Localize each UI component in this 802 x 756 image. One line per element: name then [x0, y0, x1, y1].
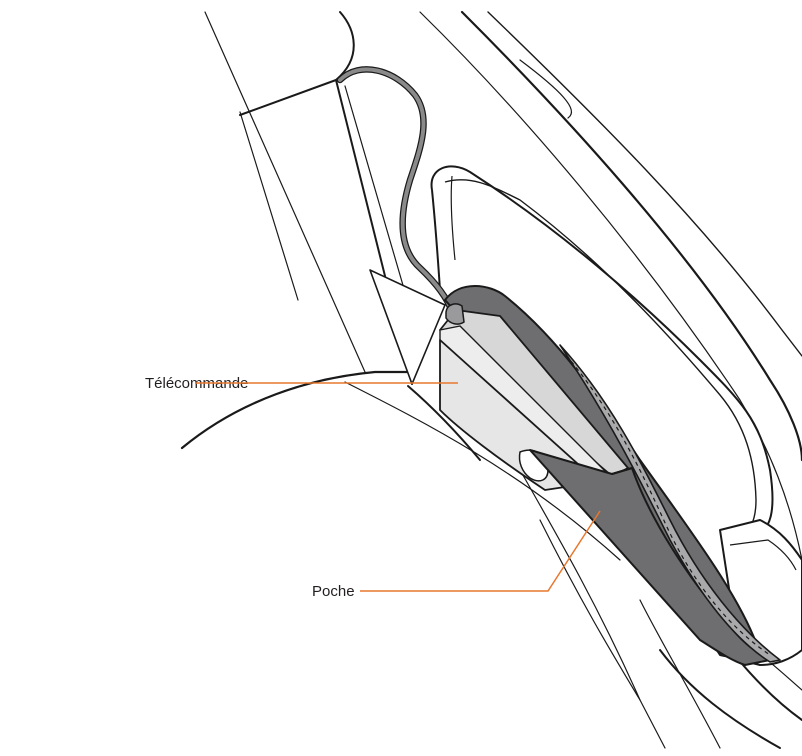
cable — [340, 69, 452, 312]
callout-pocket: Poche — [312, 511, 600, 600]
pocket-label: Poche — [312, 583, 355, 600]
pocket-leader-line — [360, 511, 600, 591]
